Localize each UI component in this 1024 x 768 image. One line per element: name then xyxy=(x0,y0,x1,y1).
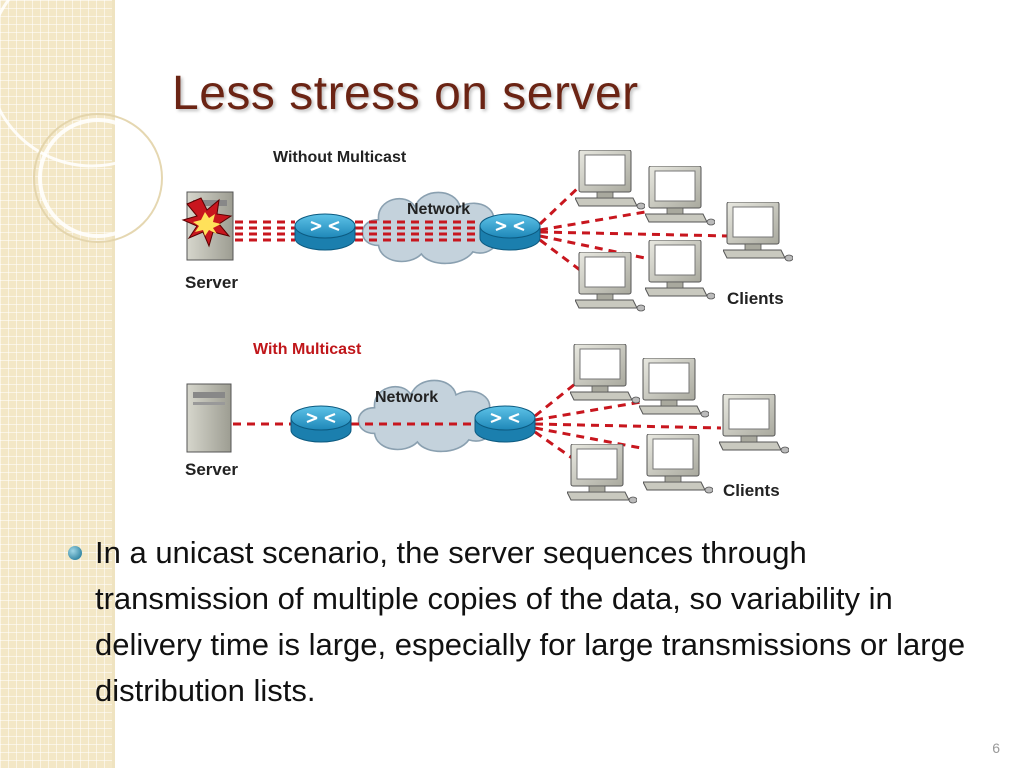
client-pc-icon xyxy=(567,444,637,504)
client-pc-icon xyxy=(639,358,709,418)
decorative-sidebar xyxy=(0,0,112,768)
client-pc-icon xyxy=(575,150,645,210)
bullet-text: In a unicast scenario, the server sequen… xyxy=(95,535,966,708)
network-label-bottom: Network xyxy=(375,389,438,406)
server-icon-overloaded xyxy=(181,191,234,261)
server-icon xyxy=(186,383,232,453)
client-pc-icon xyxy=(575,252,645,312)
clients-label-top: Clients xyxy=(727,289,784,308)
router-icon xyxy=(293,212,357,252)
without-multicast-label: Without Multicast xyxy=(273,149,407,166)
client-pc-icon xyxy=(723,202,793,262)
slide-title: Less stress on server xyxy=(172,67,639,120)
client-pc-icon xyxy=(570,344,640,404)
decorative-circles xyxy=(0,0,198,243)
router-icon xyxy=(478,212,542,252)
router-icon xyxy=(289,404,353,444)
bullet-dot-icon xyxy=(68,546,82,560)
with-multicast-label: With Multicast xyxy=(253,341,362,358)
router-icon xyxy=(473,404,537,444)
client-pc-icon xyxy=(645,240,715,300)
client-pc-icon xyxy=(643,434,713,494)
server-label-bottom: Server xyxy=(185,460,238,479)
server-label-top: Server xyxy=(185,273,238,292)
multicast-diagram: Without Multicast Network Server Clients… xyxy=(181,149,793,504)
bullet-list: In a unicast scenario, the server sequen… xyxy=(68,530,988,714)
client-pc-icon xyxy=(645,166,715,226)
network-label-top: Network xyxy=(407,201,470,218)
page-number: 6 xyxy=(992,740,1000,756)
sidebar-edge xyxy=(112,0,115,768)
unicast-links xyxy=(235,184,731,272)
client-pc-icon xyxy=(719,394,789,454)
clients-label-bottom: Clients xyxy=(723,481,780,500)
multicast-links xyxy=(233,382,722,462)
